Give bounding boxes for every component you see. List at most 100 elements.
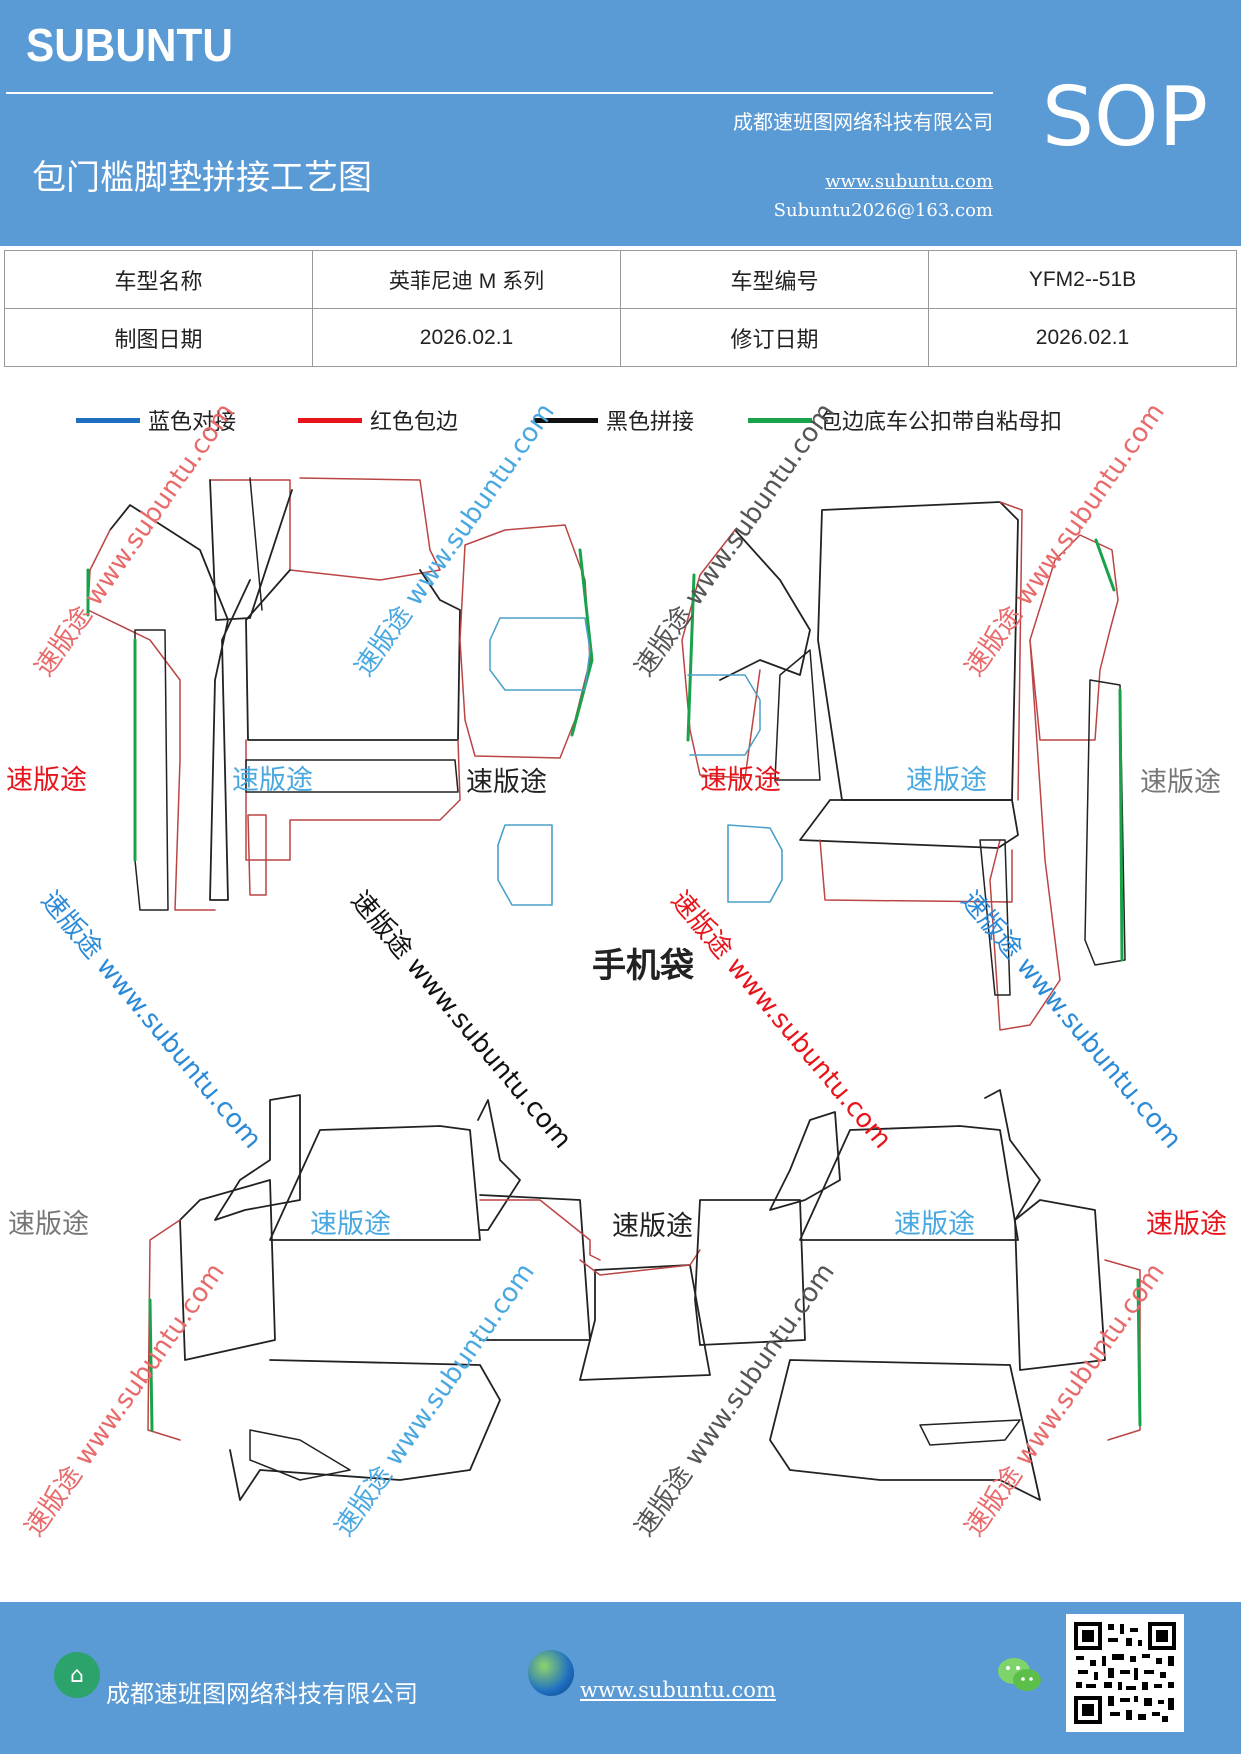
mat-piece: [214, 1094, 301, 1221]
mat-piece: [109, 504, 251, 901]
mat-piece: [570, 548, 594, 737]
mat-piece: [247, 814, 267, 896]
mat-piece: [799, 799, 1019, 849]
legend-label: 红色包边: [370, 410, 459, 435]
mat-piece: [229, 1359, 501, 1501]
mat-piece: [147, 1219, 181, 1441]
mat-piece: [1118, 688, 1124, 962]
mat-pattern-drawing: 速版途 速版途 速版途 速版途 速版途 速版途 速版途 速版途 速版途 速版途 …: [0, 398, 1241, 1600]
sop-badge: SOP: [1042, 70, 1209, 165]
mat-piece: [249, 1429, 351, 1481]
mat-piece: [681, 529, 761, 779]
mat-piece: [686, 573, 696, 742]
header-divider: [6, 92, 993, 94]
legend-swatch: [534, 417, 598, 423]
legend-swatch: [298, 417, 362, 423]
table-cell: 车型编号: [620, 250, 929, 309]
wechat-icon: [998, 1658, 1041, 1691]
mat-piece: [245, 739, 461, 861]
footer-company: 成都速班图网络科技有限公司: [106, 1680, 418, 1708]
legend-item: 蓝色对接: [76, 405, 236, 435]
mat-piece: [479, 1199, 601, 1261]
watermark-label: 速版途: [6, 765, 87, 796]
mat-piece: [984, 1089, 1041, 1221]
watermark-label: 速版途: [906, 765, 987, 796]
watermark-label: 速版途: [1146, 1209, 1227, 1240]
brand-logo: SUBUNTU: [26, 19, 233, 71]
qr-code[interactable]: [1066, 1614, 1184, 1732]
phone-pocket: [727, 824, 783, 903]
mat-piece: [769, 1359, 1041, 1501]
watermark-label: 速版途: [894, 1209, 975, 1240]
home-icon: ⌂: [54, 1652, 100, 1698]
page-title: 包门槛脚垫拼接工艺图: [32, 158, 372, 198]
vehicle-info-table: 车型名称 英菲尼迪 M 系列 车型编号 YFM2--51B 制图日期 2026.…: [4, 250, 1237, 367]
legend-item: 包边底车公扣带自粘母扣: [748, 405, 1062, 435]
mat-piece: [489, 617, 591, 691]
mat-piece: [1014, 1199, 1106, 1371]
table-cell: 车型名称: [4, 250, 313, 309]
mat-piece: [687, 674, 761, 756]
globe-icon: [528, 1650, 574, 1696]
mat-piece: [1084, 679, 1126, 966]
mat-piece: [579, 1264, 711, 1381]
table-cell: 制图日期: [4, 308, 313, 367]
header-banner: SUBUNTU 成都速班图网络科技有限公司 包门槛脚垫拼接工艺图 www.sub…: [0, 0, 1241, 246]
table-row: 车型名称 英菲尼迪 M 系列 车型编号 YFM2--51B: [4, 250, 1237, 309]
mat-piece: [799, 1125, 1019, 1241]
watermark-label: 速版途: [612, 1211, 693, 1242]
mat-piece: [209, 477, 441, 581]
watermark-label: 速版途: [8, 1209, 89, 1240]
legend-label: 黑色拼接: [606, 410, 695, 435]
mat-piece: [1094, 538, 1116, 592]
mat-piece: [479, 1194, 591, 1341]
mat-piece: [1136, 1278, 1142, 1427]
line-legend: 蓝色对接 红色包边 黑色拼接 包边底车公扣带自粘母扣: [0, 405, 1241, 435]
mat-piece: [209, 479, 293, 621]
mat-piece: [979, 839, 1011, 996]
mat-outline-svg: [86, 477, 1142, 1501]
mat-piece: [134, 629, 169, 911]
email-address[interactable]: Subuntu2026@163.com: [773, 200, 993, 221]
watermark-label: 速版途: [466, 767, 547, 798]
mat-piece: [249, 477, 263, 611]
table-cell: 修订日期: [620, 308, 929, 367]
watermark-label: 速版途: [1140, 767, 1221, 798]
legend-label: 蓝色对接: [148, 410, 237, 435]
table-cell: 英菲尼迪 M 系列: [312, 250, 621, 309]
legend-swatch: [748, 417, 812, 423]
legend-item: 红色包边: [298, 405, 458, 435]
legend-item: 黑色拼接: [534, 405, 694, 435]
phone-pocket: [497, 824, 553, 906]
company-name: 成都速班图网络科技有限公司: [733, 110, 993, 134]
watermark-label: 速版途: [700, 765, 781, 796]
mat-piece: [694, 1199, 806, 1346]
mat-piece: [919, 1419, 1021, 1446]
mat-piece: [245, 759, 459, 793]
legend-label: 包边底车公扣带自粘母扣: [820, 410, 1063, 435]
mat-piece: [989, 639, 1061, 1031]
mat-piece: [459, 524, 591, 759]
mat-piece: [1029, 534, 1119, 741]
table-cell: YFM2--51B: [928, 250, 1237, 309]
mat-piece: [769, 1111, 841, 1211]
table-row: 制图日期 2026.02.1 修订日期 2026.02.1: [4, 308, 1237, 367]
mat-piece: [819, 839, 1013, 903]
mat-piece: [774, 649, 821, 781]
mat-piece: [148, 1298, 154, 1432]
mat-piece: [719, 529, 811, 681]
mat-piece: [269, 1125, 481, 1241]
footer-website-link[interactable]: www.subuntu.com: [580, 1678, 776, 1702]
legend-swatch: [76, 417, 140, 423]
table-cell: 2026.02.1: [928, 308, 1237, 367]
website-link[interactable]: www.subuntu.com: [825, 171, 993, 192]
footer-banner: ⌂ 成都速班图网络科技有限公司 www.subuntu.com: [0, 1602, 1241, 1754]
mat-piece: [579, 1249, 701, 1276]
mat-piece: [999, 501, 1023, 801]
table-cell: 2026.02.1: [312, 308, 621, 367]
watermark-label: 速版途: [310, 1209, 391, 1240]
watermark-label: 速版途: [232, 765, 313, 796]
mat-piece: [477, 1099, 521, 1231]
mat-piece: [179, 1179, 276, 1361]
phone-pocket-label: 手机袋: [592, 946, 694, 986]
